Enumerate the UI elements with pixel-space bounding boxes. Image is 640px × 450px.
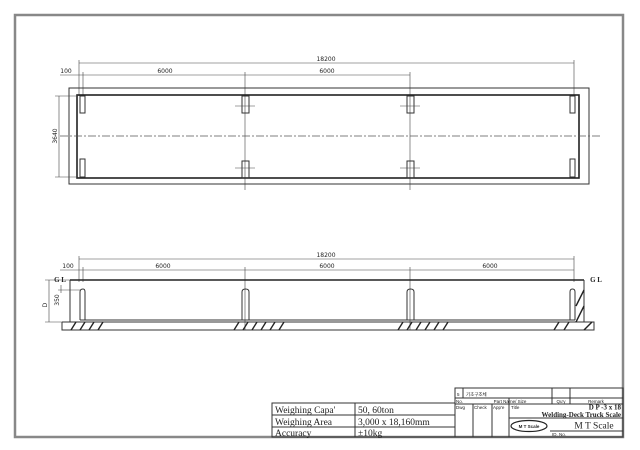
header-part-name: Part Name/ Size (494, 399, 527, 404)
side-span-2: 6000 (319, 263, 334, 270)
ground-level-right: G L (590, 276, 602, 284)
plan-span-1: 6000 (157, 68, 172, 75)
spec-value-area: 3,000 x 18,160mm (358, 418, 430, 428)
spec-value-accuracy: ±10kg (358, 429, 382, 439)
drawing-number: D P -3 x 18 (589, 404, 622, 412)
plan-span-2: 6000 (319, 68, 334, 75)
side-span-1: 6000 (155, 263, 170, 270)
plan-end-offset: 100 (60, 68, 72, 75)
plan-width: 3640 (52, 128, 59, 143)
header-remark: Remark (588, 399, 605, 404)
side-overall-length: 18200 (316, 252, 335, 259)
side-depth: D (42, 302, 49, 307)
concrete-hatching (70, 289, 593, 331)
side-pit-depth: 350 (54, 294, 61, 306)
side-view: 18200 100 6000 6000 6000 G L G L D 350 (42, 252, 602, 331)
company-name: M T Scale (574, 422, 613, 432)
header-no: No. (456, 399, 463, 404)
dwg-label: Dwg (456, 405, 465, 410)
spec-value-capacity: 50, 60ton (358, 406, 394, 416)
company-logo: M T Scale (510, 419, 548, 433)
part-name-value: 기초구조체 (466, 391, 487, 398)
title-label: Title (511, 405, 520, 410)
approve-label: App'e (493, 405, 505, 410)
spec-label-capacity: Weighing Capa' (275, 406, 336, 416)
logo-text: M T Scale (519, 424, 540, 429)
title-block: 5 기초구조체 No. Part Name/ Size Qu'y Remark … (454, 387, 624, 438)
id-no-label: ID. No. (552, 432, 566, 437)
side-span-3: 6000 (482, 263, 497, 270)
spec-table: Weighing Capa' 50, 60ton Weighing Area 3… (271, 402, 456, 439)
plan-overall-length: 18200 (316, 56, 335, 63)
header-qty: Qu'y (556, 399, 566, 404)
side-end-offset: 100 (62, 263, 74, 270)
item-no: 5 (457, 392, 460, 397)
check-label: Check (474, 405, 488, 410)
spec-label-area: Weighing Area (275, 418, 333, 428)
drawing-title: Welding-Deck Truck Scale (542, 411, 621, 419)
sheet-border (13, 13, 625, 439)
spec-label-accuracy: Accuracy (275, 429, 312, 439)
plan-view: 18200 100 6000 6000 3640 (52, 56, 600, 190)
